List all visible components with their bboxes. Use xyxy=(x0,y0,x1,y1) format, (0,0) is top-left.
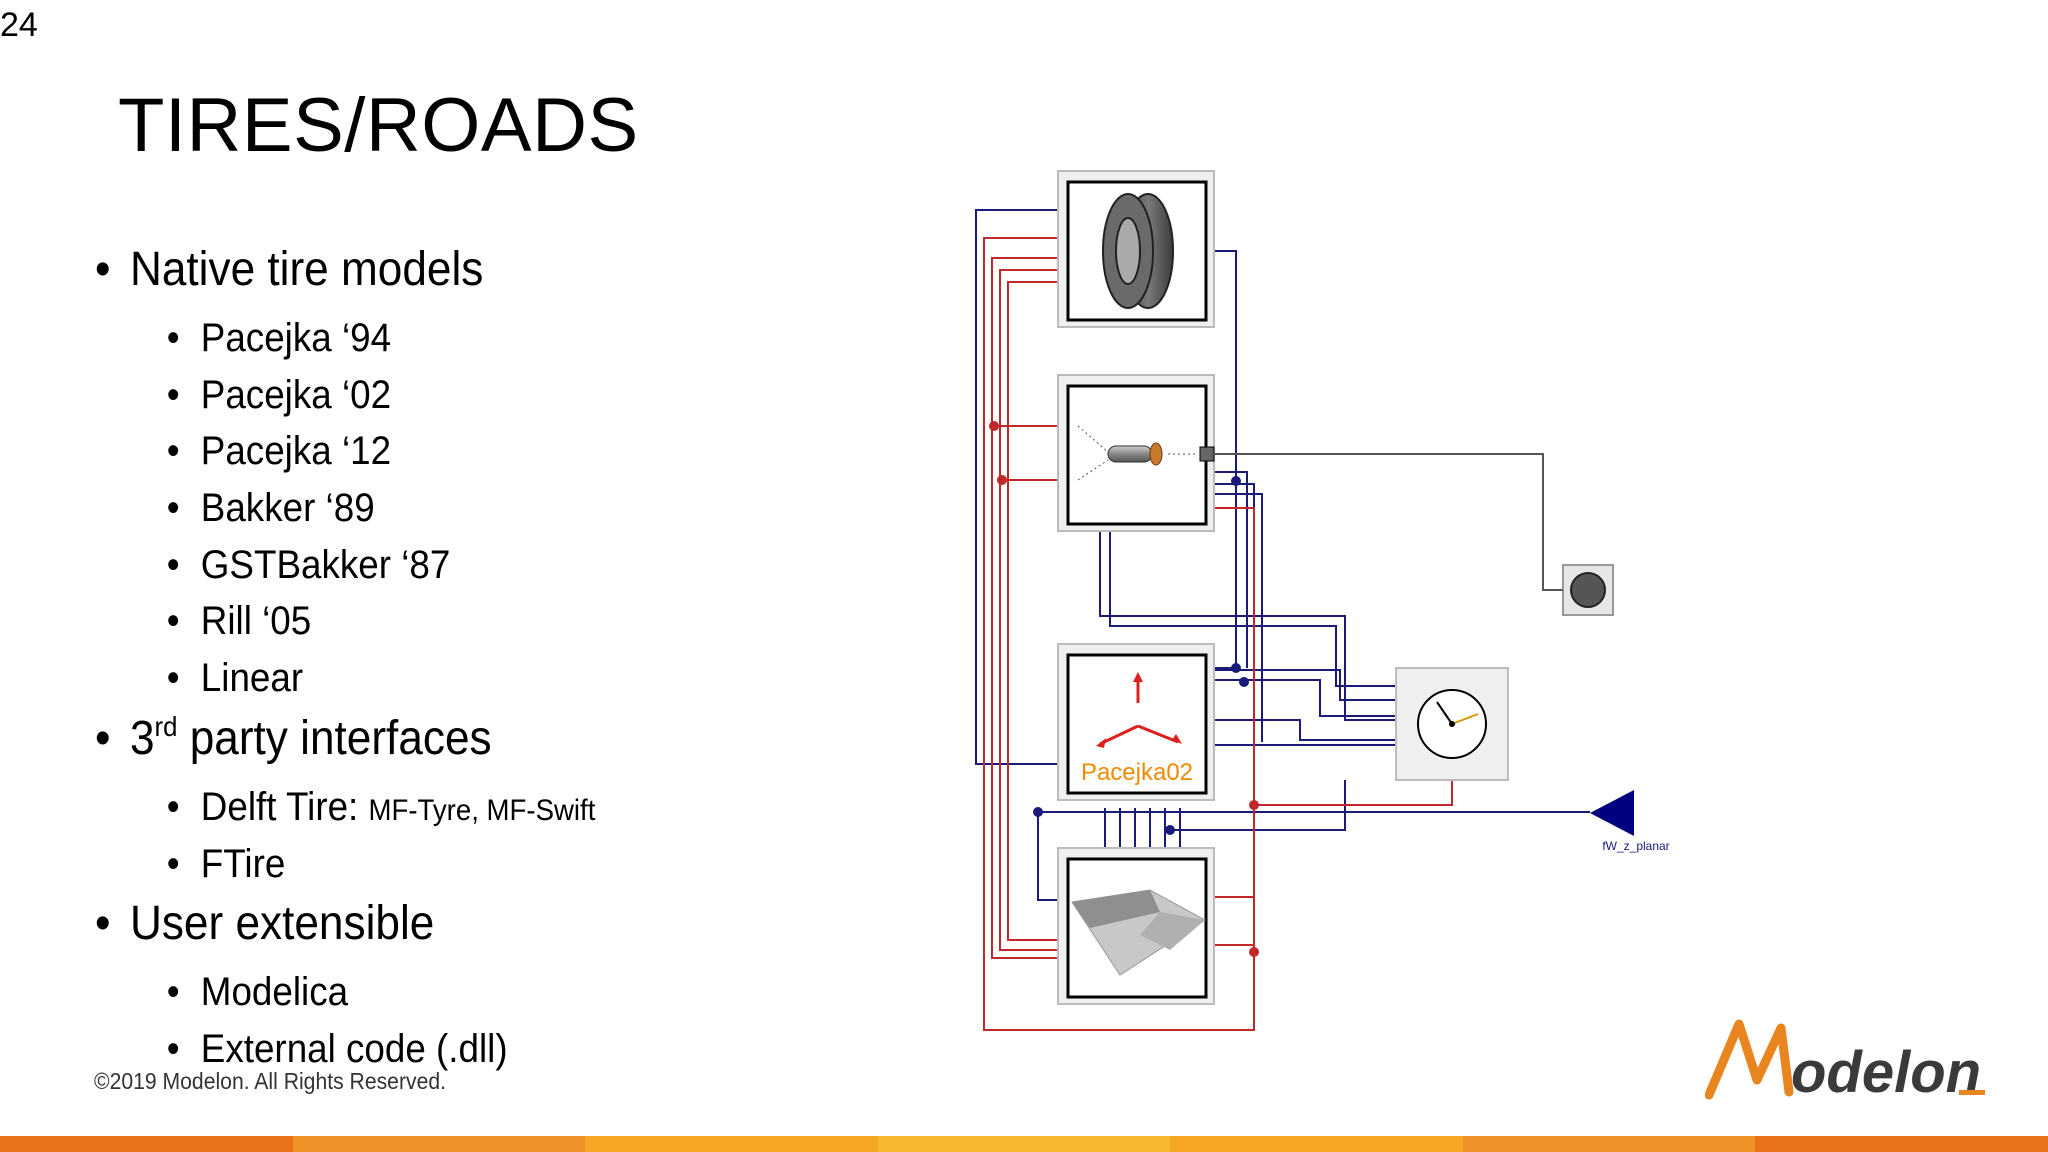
junction-dots xyxy=(989,421,1259,957)
clock-block[interactable] xyxy=(1395,667,1509,781)
logo-text: odelon xyxy=(1791,1040,1981,1105)
bullet-third-party-interfaces: 3rd party interfaces xyxy=(95,709,794,781)
copyright-notice: ©2019 Modelon. All Rights Reserved. xyxy=(94,1068,447,1094)
tire-block[interactable] xyxy=(1057,170,1215,328)
bullet-delft-tire: Delft Tire: MF-Tyre, MF-Swift xyxy=(95,781,794,838)
footer-segment xyxy=(877,1136,1171,1152)
output-port[interactable]: fW_z_planar xyxy=(1590,790,1670,853)
tire-model-diagram: Pacejka02 fW_z_planar xyxy=(975,170,1670,1031)
footer-segment xyxy=(1462,1136,1756,1152)
slide-number: 24 xyxy=(0,6,38,44)
bullet-list: Native tire models Pacejka ‘94 Pacejka ‘… xyxy=(95,240,855,1080)
blue-connections xyxy=(975,209,1590,901)
bullet-native-tire-models: Native tire models xyxy=(95,240,794,312)
bullet-modelica: Modelica xyxy=(95,966,794,1023)
pacejka-label: Pacejka02 xyxy=(1081,759,1193,786)
bullet-user-extensible: User extensible xyxy=(95,894,794,966)
bullet-linear: Linear xyxy=(95,652,794,709)
footer-color-bar xyxy=(0,1136,2048,1152)
footer-segment xyxy=(292,1136,586,1152)
joint-block[interactable] xyxy=(1057,374,1215,532)
sensor-block[interactable] xyxy=(1212,453,1614,616)
bullet-ftire: FTire xyxy=(95,838,794,895)
red-connections xyxy=(983,237,1453,1031)
pacejka02-block[interactable]: Pacejka02 xyxy=(1057,643,1215,801)
output-label: fW_z_planar xyxy=(1602,839,1669,853)
bullet-pacejka-02: Pacejka ‘02 xyxy=(95,369,794,426)
footer-segment xyxy=(1170,1136,1463,1152)
bullet-bakker-89: Bakker ‘89 xyxy=(95,482,794,539)
footer-segment xyxy=(585,1136,878,1152)
bullet-pacejka-94: Pacejka ‘94 xyxy=(95,312,794,369)
footer-segment xyxy=(1755,1136,2048,1152)
slide-title: TIRES/ROADS xyxy=(118,83,639,168)
bullet-rill-05: Rill ‘05 xyxy=(95,595,794,652)
bullet-pacejka-12: Pacejka ‘12 xyxy=(95,425,794,482)
bullet-external-code: External code (.dll) xyxy=(95,1023,794,1080)
modelon-logo: odelon xyxy=(1705,1019,1985,1105)
road-block[interactable] xyxy=(1057,847,1215,1005)
footer-segment xyxy=(0,1136,293,1152)
bullet-gstbakker-87: GSTBakker ‘87 xyxy=(95,539,794,596)
